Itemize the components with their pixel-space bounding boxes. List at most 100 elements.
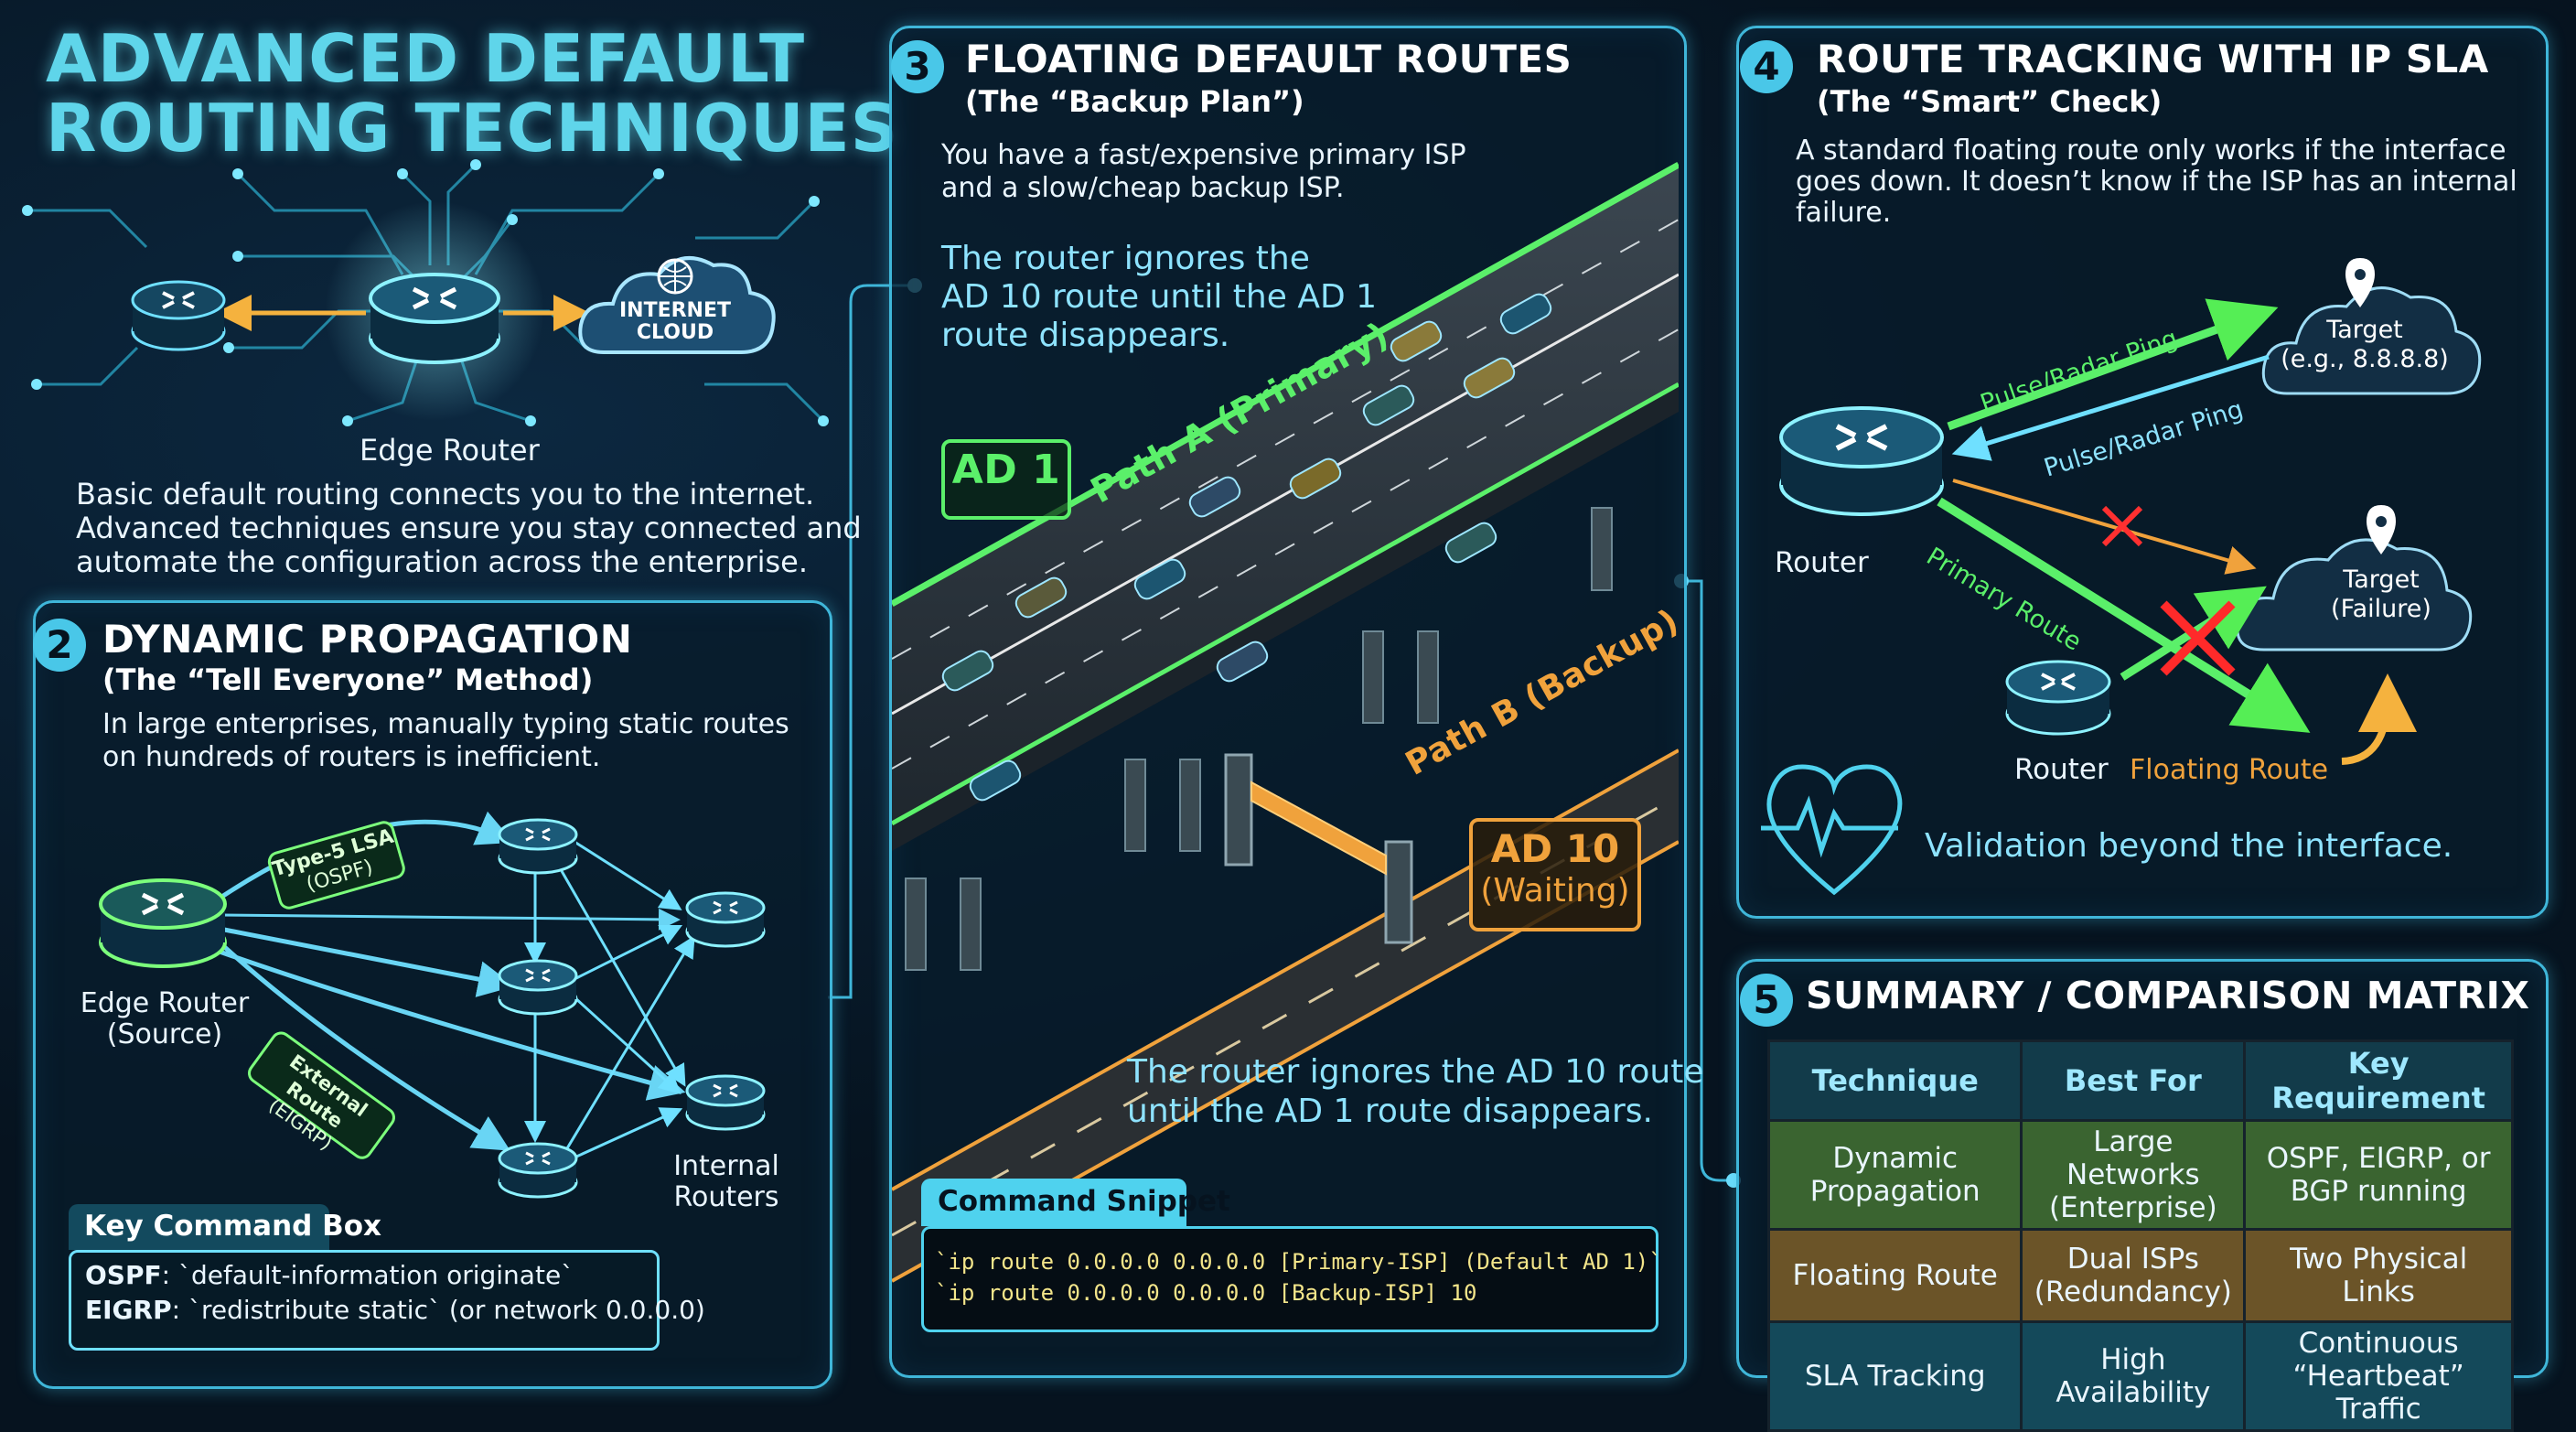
text-line: The router ignores the: [941, 240, 1310, 277]
ad10-status: (Waiting): [1480, 872, 1630, 910]
text-line: until the AD 1 route disappears.: [1127, 1093, 1653, 1130]
section-subtitle: (The “Tell Everyone” Method): [102, 662, 594, 697]
target-failure-label: Target (Failure): [2294, 565, 2468, 624]
table-header-row: Technique Best For Key Requirement: [1766, 1039, 2514, 1122]
validation-text: Validation beyond the interface.: [1925, 827, 2453, 865]
label-line: (Source): [106, 1018, 223, 1050]
label-line: Target: [2343, 565, 2420, 594]
snippet-lines: `ip route 0.0.0.0 0.0.0.0 [Primary-ISP] …: [935, 1246, 1662, 1308]
title-line-2: ROUTING TECHNIQUES: [46, 90, 899, 167]
section-number: 5: [1740, 974, 1793, 1027]
floating-explanation: The router ignores the AD 10 route until…: [1127, 1052, 1704, 1131]
section-text: A standard floating route only works if …: [1796, 135, 2517, 229]
heartbeat-icon: [1761, 764, 1903, 896]
ad10-label: AD 10: [1490, 826, 1620, 871]
text-line: In large enterprises, manually typing st…: [102, 708, 789, 740]
ospf-command: : `default-information originate`: [161, 1260, 574, 1290]
text-line: and a slow/cheap backup ISP.: [941, 172, 1345, 204]
column-header: Key Requirement: [2243, 1039, 2514, 1122]
router-label: Router: [1775, 546, 1869, 579]
section-title: ROUTE TRACKING WITH IP SLA: [1817, 37, 2489, 81]
text-line: on hundreds of routers is inefficient.: [102, 741, 601, 773]
key-command-box: [69, 1250, 660, 1351]
cloud-label-line-1: INTERNET: [618, 299, 732, 322]
target-label: Target (e.g., 8.8.8.8): [2278, 316, 2452, 374]
snippet-tab: [921, 1179, 1186, 1226]
label-line: Internal: [673, 1150, 779, 1182]
section-text: In large enterprises, manually typing st…: [102, 708, 789, 774]
label-line: (e.g., 8.8.8.8): [2281, 345, 2449, 373]
section-subtitle: (The “Backup Plan”): [965, 84, 1304, 119]
intro-line: automate the configuration across the en…: [76, 544, 809, 579]
label-line: Routers: [673, 1181, 779, 1213]
section-number: 2: [33, 619, 86, 672]
edge-router-label: Edge Router: [360, 433, 540, 468]
text-line: The router ignores the AD 10 route: [1127, 1053, 1704, 1091]
section-title: FLOATING DEFAULT ROUTES: [965, 37, 1572, 81]
text-line: You have a fast/expensive primary ISP: [941, 139, 1466, 171]
table-cell: Floating Route: [1766, 1228, 2023, 1323]
ospf-label: OSPF: [85, 1260, 162, 1290]
table-row: Floating Route Dual ISPs(Redundancy) Two…: [1766, 1228, 2514, 1323]
ad1-label: AD 1: [951, 447, 1061, 493]
section-number: 3: [891, 40, 944, 93]
key-commands: OSPF: `default-information originate` EI…: [85, 1258, 705, 1328]
backup-router-label: Router: [2014, 753, 2109, 786]
eigrp-command: : `redistribute static` (or network 0.0.…: [171, 1295, 705, 1325]
table-cell: SLA Tracking: [1766, 1320, 2023, 1432]
floating-route-label: Floating Route: [2130, 754, 2329, 786]
eigrp-label: EIGRP: [85, 1295, 172, 1325]
section-title: SUMMARY / COMPARISON MATRIX: [1806, 974, 2530, 1017]
key-box-tab: [69, 1204, 329, 1250]
command-snippet-box: [921, 1226, 1658, 1332]
label-line: (Failure): [2331, 595, 2431, 623]
label-line: Target: [2326, 316, 2403, 344]
title-line-1: ADVANCED DEFAULT: [46, 20, 806, 97]
table-cell: Large Networks(Enterprise): [2020, 1119, 2247, 1231]
internal-routers-label: Internal Routers: [662, 1151, 790, 1213]
external-route-tag: [248, 1031, 395, 1159]
section-text: You have a fast/expensive primary ISP an…: [941, 139, 1466, 205]
ad1-badge: [941, 439, 1071, 520]
text-line: route disappears.: [941, 317, 1230, 354]
intro-text: Basic default routing connects you to th…: [76, 478, 862, 579]
snippet-title: Command Snippet: [938, 1185, 1230, 1218]
page-title: ADVANCED DEFAULT ROUTING TECHNIQUES: [46, 24, 899, 163]
ad10-badge: AD 10 (Waiting): [1469, 818, 1641, 931]
text-line: failure.: [1796, 197, 1892, 229]
section-number: 4: [1740, 40, 1793, 93]
table-cell: Continuous“Heartbeat” Traffic: [2243, 1320, 2514, 1432]
column-header: Technique: [1766, 1039, 2023, 1122]
cloud-label: INTERNET CLOUD: [604, 300, 746, 344]
table-row: SLA Tracking High Availability Continuou…: [1766, 1320, 2514, 1432]
comparison-table: Technique Best For Key Requirement Dynam…: [1766, 1039, 2514, 1432]
cloud-label-line-2: CLOUD: [636, 321, 714, 344]
internal-router-icons: [498, 818, 766, 1199]
sla-router-icon: [1779, 406, 1944, 516]
lsa-tag: [267, 821, 405, 910]
text-line: AD 10 route until the AD 1: [941, 278, 1378, 316]
table-cell: High Availability: [2020, 1320, 2247, 1432]
intro-line: Advanced techniques ensure you stay conn…: [76, 511, 862, 545]
snippet-line: `ip route 0.0.0.0 0.0.0.0 [Backup-ISP] 1…: [935, 1280, 1477, 1306]
text-line: goes down. It doesn’t know if the ISP ha…: [1796, 166, 2517, 198]
section-title: DYNAMIC PROPAGATION: [102, 617, 633, 662]
intro-line: Basic default routing connects you to th…: [76, 477, 815, 511]
text-line: A standard floating route only works if …: [1796, 135, 2506, 167]
snippet-line: `ip route 0.0.0.0 0.0.0.0 [Primary-ISP] …: [935, 1249, 1662, 1275]
backup-router-icon: [2005, 660, 2111, 736]
table-cell: Two Physical Links: [2243, 1228, 2514, 1323]
table-cell: Dual ISPs(Redundancy): [2020, 1228, 2247, 1323]
section-subtitle: (The “Smart” Check): [1817, 84, 2163, 119]
key-box-title: Key Command Box: [84, 1210, 382, 1243]
source-router-label: Edge Router (Source): [73, 988, 256, 1050]
label-line: Edge Router: [80, 987, 250, 1019]
column-header: Best For: [2020, 1039, 2247, 1122]
source-router-icon: [99, 878, 227, 968]
callout-text: The router ignores the AD 10 route until…: [941, 240, 1377, 355]
